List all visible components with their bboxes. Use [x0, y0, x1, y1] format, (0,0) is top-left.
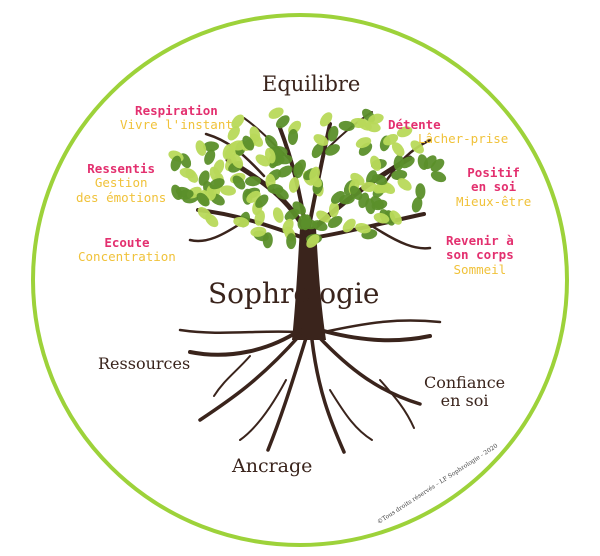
label-positif-group: Positif en soi Mieux-être: [456, 165, 532, 209]
label-respiration: Respiration: [135, 103, 218, 118]
label-son-corps: son corps: [446, 247, 514, 263]
label-confiance: Confiance: [424, 373, 506, 392]
label-ressentis-group: Ressentis Gestion des émotions: [76, 161, 167, 205]
label-lacher-prise: Lâcher-prise: [418, 131, 509, 147]
label-mieux-etre: Mieux-être: [456, 193, 532, 209]
label-vivre-instant: Vivre l'instant: [120, 117, 233, 133]
label-gestion: Gestion: [94, 175, 148, 191]
label-revenir-group: Revenir à son corps Sommeil: [446, 233, 514, 277]
label-sophrologie: Sophrologie: [208, 277, 380, 310]
label-respiration-group: Respiration Vivre l'instant: [120, 103, 233, 133]
label-equilibre: Equilibre: [262, 72, 361, 96]
label-emotions: des émotions: [76, 189, 167, 205]
label-concentration: Concentration: [78, 249, 176, 265]
label-detente-group: Détente Lâcher-prise: [388, 117, 509, 147]
label-ressources: Ressources: [98, 354, 191, 373]
label-positif: Positif: [467, 165, 520, 180]
label-en-soi: en soi: [471, 179, 517, 195]
label-ecoute: Ecoute: [104, 235, 150, 250]
outer-ring: [31, 13, 569, 547]
roots-icon: [178, 319, 442, 454]
label-revenir: Revenir à: [446, 233, 514, 248]
label-ancrage: Ancrage: [232, 455, 313, 477]
label-ressentis: Ressentis: [87, 161, 156, 176]
label-detente: Détente: [388, 117, 441, 132]
label-confiance-group: Confiance en soi: [424, 373, 506, 411]
tree-icon: [168, 107, 447, 340]
label-ecoute-group: Ecoute Concentration: [78, 235, 176, 265]
label-sommeil: Sommeil: [453, 261, 507, 277]
label-en-soi-root: en soi: [440, 391, 489, 411]
